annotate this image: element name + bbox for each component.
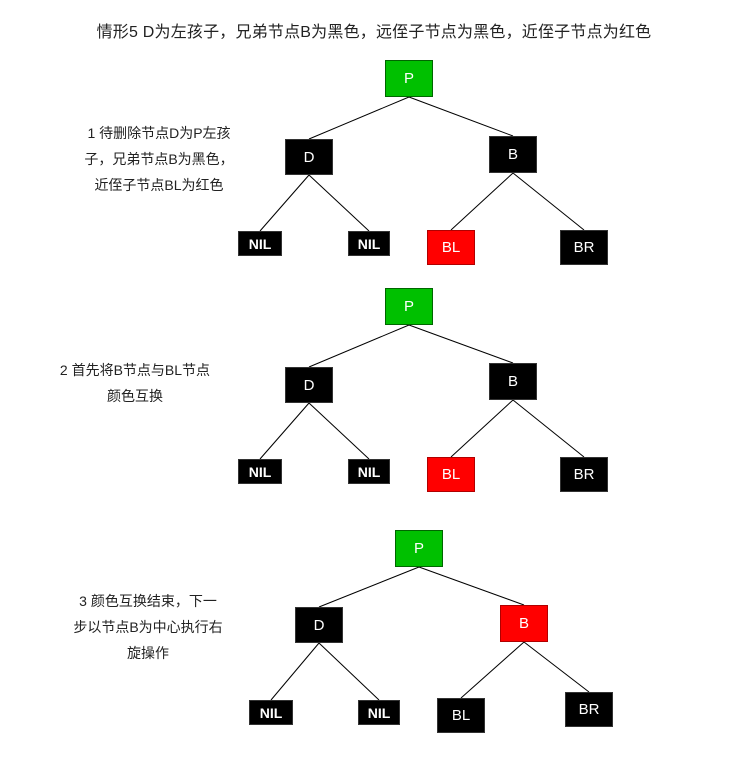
edge-d-nil2 (318, 642, 380, 701)
step-3-node-bl: BL (437, 698, 485, 733)
edge-p-b (408, 324, 514, 364)
step-3-node-p: P (395, 530, 443, 567)
step-1-desc-line: 子，兄弟节点B为黑色， (84, 151, 234, 167)
step-3-description: 3 颜色互换结束，下一 步以节点B为中心执行右 旋操作 (43, 588, 253, 666)
edge-b-br (512, 399, 585, 458)
step-3-node-nil1: NIL (249, 700, 293, 725)
edge-d-nil1 (259, 174, 310, 232)
step-1-node-bl: BL (427, 230, 475, 265)
step-2-node-p: P (385, 288, 433, 325)
edge-d-nil1 (259, 402, 310, 460)
step-3-desc-line: 3 颜色互换结束，下一 (79, 593, 217, 609)
edge-b-br (523, 641, 590, 693)
edge-p-b (418, 566, 525, 606)
step-3-node-nil2: NIL (358, 700, 400, 725)
edge-d-nil1 (270, 642, 320, 701)
step-2-desc-line: 2 首先将B节点与BL节点 (59, 362, 211, 378)
step-1-desc-line: 1 待删除节点D为P左孩 (87, 125, 231, 141)
step-2-node-b: B (489, 363, 537, 400)
step-1-node-p: P (385, 60, 433, 97)
edge-b-br (512, 172, 585, 231)
edge-p-d (308, 96, 410, 140)
diagram-title: 情形5 D为左孩子，兄弟节点B为黑色，远侄子节点为黑色，近侄子节点为红色 (96, 24, 652, 41)
edge-b-bl (460, 641, 525, 699)
step-3-node-br: BR (565, 692, 613, 727)
step-1-node-nil1: NIL (238, 231, 282, 256)
step-2-node-bl: BL (427, 457, 475, 492)
step-1-node-d: D (285, 139, 333, 175)
step-1-desc-line: 近侄子节点BL为红色 (94, 177, 224, 193)
step-3-desc-line: 旋操作 (127, 645, 169, 661)
edge-d-nil2 (308, 174, 370, 232)
step-2-description: 2 首先将B节点与BL节点 颜色互换 (30, 357, 240, 409)
step-1-description: 1 待删除节点D为P左孩 子，兄弟节点B为黑色， 近侄子节点BL为红色 (54, 120, 264, 198)
edge-p-b (408, 96, 514, 137)
edge-p-d (318, 566, 420, 608)
edge-p-d (308, 324, 410, 368)
step-3-node-b: B (500, 605, 548, 642)
step-2-node-nil1: NIL (238, 459, 282, 484)
edge-b-bl (450, 399, 514, 458)
step-2-desc-line: 颜色互换 (107, 388, 163, 404)
step-2-node-d: D (285, 367, 333, 403)
step-1-node-b: B (489, 136, 537, 173)
step-1-node-br: BR (560, 230, 608, 265)
step-1-node-nil2: NIL (348, 231, 390, 256)
edge-b-bl (450, 172, 514, 231)
step-2-node-nil2: NIL (348, 459, 390, 484)
step-3-node-d: D (295, 607, 343, 643)
step-3-desc-line: 步以节点B为中心执行右 (73, 619, 223, 635)
step-2-node-br: BR (560, 457, 608, 492)
edge-d-nil2 (308, 402, 370, 460)
